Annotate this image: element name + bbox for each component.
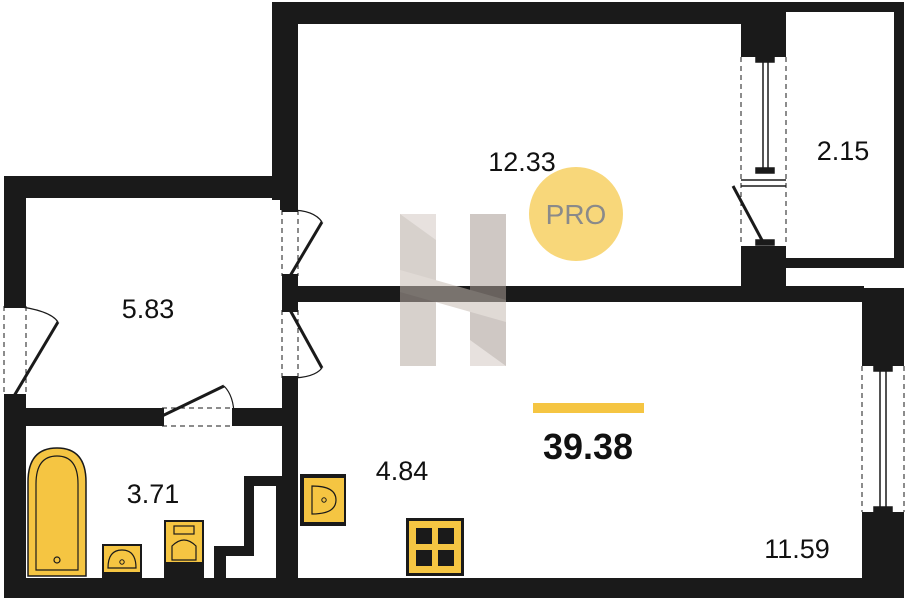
wall-bedroom-kitchen	[298, 286, 864, 302]
door-corridor	[281, 306, 324, 382]
walls	[4, 2, 904, 598]
toilet-icon	[164, 520, 204, 578]
wall-right-kitchen-bottom	[862, 512, 904, 598]
watermark-logo-icon	[400, 214, 506, 366]
area-kitchen-living: 11.59	[764, 534, 830, 564]
wall-left-hall-bottom	[4, 396, 26, 598]
wall-bedroom-balcony-top	[741, 2, 786, 57]
wall-top-hall	[4, 176, 298, 198]
area-bathroom: 3.71	[127, 479, 180, 509]
wall-left-hall-top	[4, 176, 26, 306]
pro-badge	[529, 167, 623, 261]
wall-bottom	[4, 578, 904, 598]
kitchen-sink-icon	[300, 474, 346, 526]
wall-hall-bath-left	[26, 408, 162, 426]
total-area-underline	[533, 403, 644, 413]
wall-top-upper	[272, 2, 784, 24]
window-bedroom-balcony	[731, 56, 787, 246]
door-entrance	[3, 302, 60, 400]
doors	[3, 206, 324, 427]
wall-hall-bath-right	[234, 408, 284, 426]
wall-left-upper	[272, 2, 298, 200]
pro-badge-label: PRO	[546, 199, 607, 230]
window-kitchen	[861, 365, 905, 513]
wall-hall-corridor-mid	[282, 276, 298, 310]
door-bedroom	[281, 206, 324, 280]
windows	[731, 56, 905, 513]
wall-bedroom-balcony-bottom	[741, 246, 786, 290]
bath-shaft-inner	[226, 486, 276, 578]
door-bathroom	[158, 384, 238, 427]
balcony-bottom-wall	[784, 258, 904, 268]
wall-hall-corridor-bottom	[282, 378, 298, 580]
balcony-top-wall	[784, 2, 904, 12]
area-corridor: 4.84	[376, 456, 429, 486]
bathtub-icon	[27, 447, 87, 577]
area-balcony: 2.15	[817, 136, 870, 166]
bath-sink-icon	[102, 544, 142, 578]
wall-right-kitchen-top	[862, 288, 904, 366]
area-hall: 5.83	[122, 294, 175, 324]
stove-icon	[406, 518, 464, 576]
area-bedroom: 12.33	[488, 147, 556, 177]
total-area: 39.38	[543, 426, 633, 467]
balcony-right-wall	[894, 2, 904, 260]
fixtures	[27, 447, 464, 578]
